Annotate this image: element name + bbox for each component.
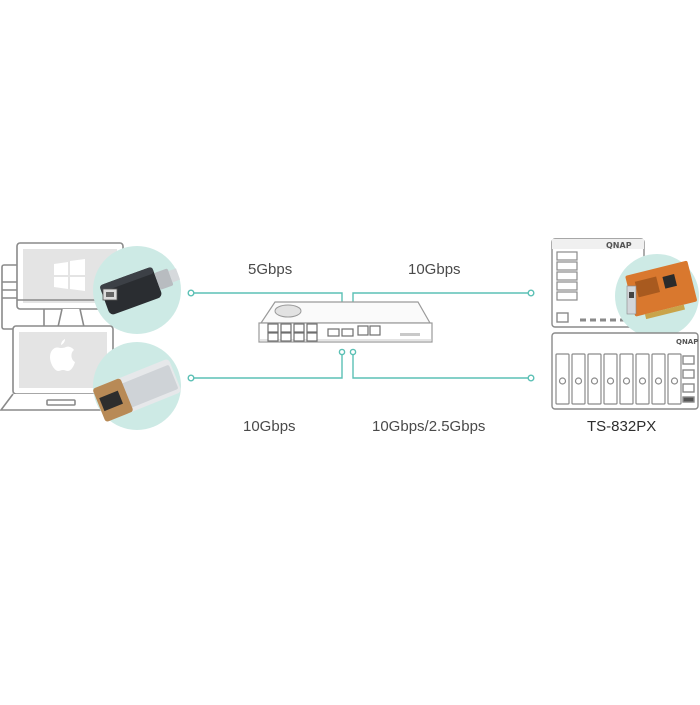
link-speed-top-left: 5Gbps xyxy=(248,261,293,278)
nas-8bay-icon: QNAP xyxy=(551,332,699,410)
thunderbolt-sfp-adapter-icon xyxy=(93,342,181,430)
dot-switch-bottom-2 xyxy=(349,348,357,356)
dot-top-right xyxy=(527,289,535,297)
pcie-network-card-icon xyxy=(615,254,699,338)
windows-logo-icon xyxy=(54,259,85,291)
network-switch-icon xyxy=(258,301,433,343)
link-speed-top-right: 10Gbps xyxy=(408,261,461,278)
usb-5gbe-adapter-icon xyxy=(93,246,181,334)
link-bottom-left-line xyxy=(191,352,343,379)
link-bottom-right-line xyxy=(352,352,531,379)
dot-switch-bottom-1 xyxy=(338,348,346,356)
link-speed-bottom-right: 10Gbps/2.5Gbps xyxy=(372,418,486,435)
dot-bottom-right xyxy=(527,374,535,382)
dot-top-left xyxy=(187,289,195,297)
apple-logo-icon xyxy=(50,339,75,371)
dot-bottom-left xyxy=(187,374,195,382)
svg-text:QNAP: QNAP xyxy=(676,338,698,346)
svg-text:QNAP: QNAP xyxy=(606,241,632,250)
link-speed-bottom-left: 10Gbps xyxy=(243,418,296,435)
nas-model-label: TS-832PX xyxy=(587,418,657,435)
